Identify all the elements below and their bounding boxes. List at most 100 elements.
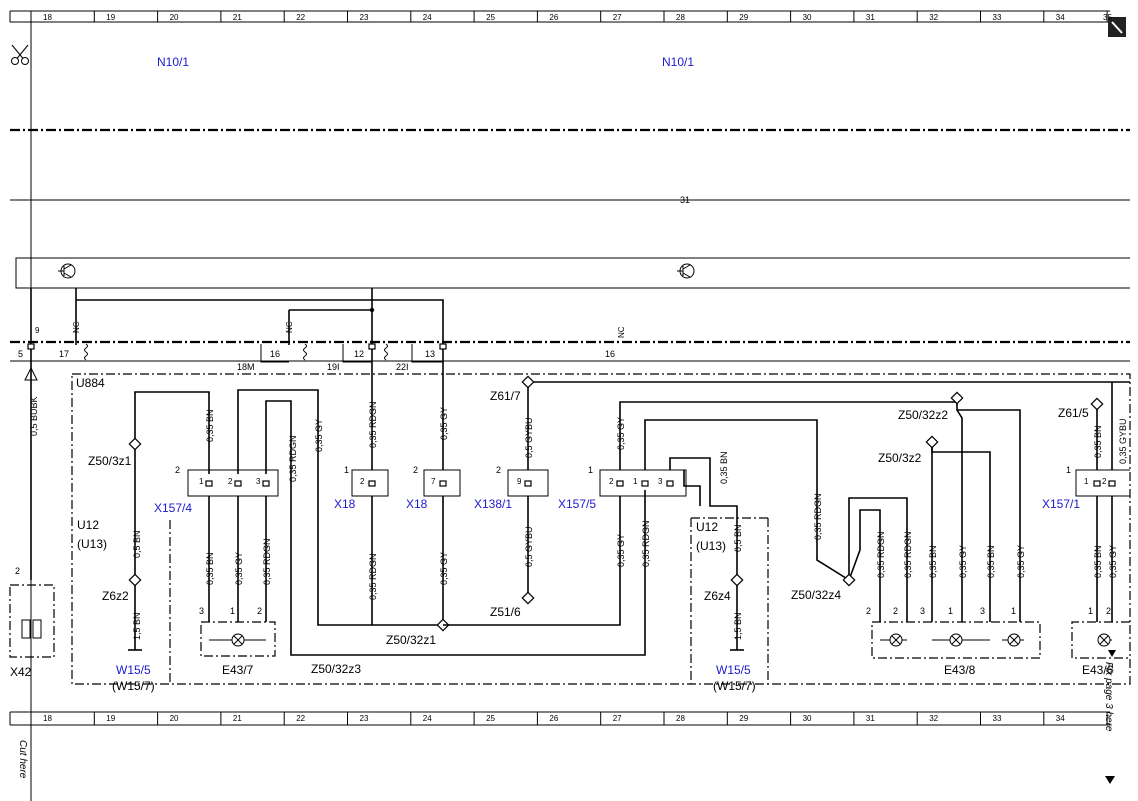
svg-text:3: 3 bbox=[658, 477, 663, 486]
terminal-16a: 16 bbox=[270, 349, 280, 359]
connector-label: X138/1 bbox=[474, 497, 512, 511]
svg-text:1: 1 bbox=[344, 465, 349, 475]
scissors-icon bbox=[11, 44, 29, 65]
ruler-number: 25 bbox=[486, 13, 495, 22]
ruler-number: 19 bbox=[106, 714, 115, 723]
wire-label: 0,35 BN bbox=[205, 409, 215, 442]
svg-text:2: 2 bbox=[496, 465, 501, 475]
terminal-12: 12 bbox=[354, 349, 364, 359]
wire-label: 1,5 BN bbox=[132, 612, 142, 640]
splice-label: Z50/32z1 bbox=[386, 633, 436, 647]
module-label-right: N10/1 bbox=[662, 55, 694, 69]
wire-label: 0,35 BN bbox=[928, 545, 938, 578]
splice-node bbox=[1090, 397, 1104, 411]
splice-label: Z61/5 bbox=[1058, 406, 1089, 420]
connector-x157-1 bbox=[1075, 469, 1130, 497]
connector-label: X18 bbox=[334, 497, 356, 511]
svg-text:2: 2 bbox=[15, 566, 20, 576]
cut-here-label: Cut here bbox=[17, 740, 28, 779]
svg-text:1: 1 bbox=[1011, 606, 1016, 616]
wire-label: 0,35 BN bbox=[1093, 425, 1103, 458]
transistor-icon bbox=[677, 263, 695, 279]
wire-label: 0,5 BN bbox=[733, 524, 743, 552]
svg-text:2: 2 bbox=[609, 477, 614, 486]
wire-label: 0,35 BN bbox=[1093, 545, 1103, 578]
wire-label: 0,35 GY bbox=[234, 552, 244, 585]
lamp-icon bbox=[231, 633, 245, 647]
page-corner-icon bbox=[1108, 17, 1126, 37]
wire-label: 0,5 BUBK bbox=[29, 396, 39, 436]
splice-node bbox=[128, 573, 142, 587]
wire-label: 0,35 GY bbox=[616, 417, 626, 450]
wire-label: 0,5 GYBU bbox=[524, 417, 534, 458]
nc-label: NC bbox=[72, 321, 81, 333]
unit-u12-label: U12 bbox=[696, 520, 718, 534]
fix-page-label: Fix page 3 here bbox=[1103, 662, 1114, 732]
ruler-number: 21 bbox=[233, 13, 242, 22]
ruler-number: 27 bbox=[613, 13, 622, 22]
ground-label: W15/5 bbox=[116, 663, 151, 677]
lamp-label: E43/8 bbox=[944, 663, 976, 677]
splice-label: Z50/32z2 bbox=[898, 408, 948, 422]
terminal-5: 5 bbox=[18, 349, 23, 359]
wire-label: 0,35 RDGN bbox=[813, 493, 823, 540]
ruler-number: 28 bbox=[676, 13, 685, 22]
wire-label: 1,5 BN bbox=[733, 612, 743, 640]
ruler-number: 29 bbox=[739, 13, 748, 22]
ruler-number: 24 bbox=[423, 714, 432, 723]
module-label-left: N10/1 bbox=[157, 55, 189, 69]
wire-label: 0,35 RDGN bbox=[368, 401, 378, 448]
svg-text:2: 2 bbox=[413, 465, 418, 475]
splice-label: Z6z4 bbox=[704, 589, 731, 603]
svg-text:1: 1 bbox=[199, 477, 204, 486]
transistor-icon bbox=[58, 263, 76, 279]
terminal-13: 13 bbox=[425, 349, 435, 359]
connector-x138-1 bbox=[507, 469, 549, 497]
svg-text:2: 2 bbox=[1102, 477, 1107, 486]
wire-label: 0,35 GYBU bbox=[1118, 418, 1128, 464]
unit-label: U884 bbox=[76, 376, 105, 390]
wire-label: 0,35 BN bbox=[719, 451, 729, 484]
ruler-number: 34 bbox=[1056, 714, 1065, 723]
svg-text:1: 1 bbox=[1084, 477, 1089, 486]
svg-text:2: 2 bbox=[1106, 606, 1111, 616]
nc-label: NC bbox=[617, 326, 626, 338]
lamp-icon bbox=[1007, 633, 1021, 647]
unit-u13-label: (U13) bbox=[77, 537, 107, 551]
lamp-icon bbox=[949, 633, 963, 647]
connector-label: X157/4 bbox=[154, 501, 192, 515]
terminal-16b: 16 bbox=[605, 349, 615, 359]
ground-label: (W15/7) bbox=[713, 679, 756, 693]
ruler-number: 31 bbox=[866, 714, 875, 723]
splice-node bbox=[842, 573, 856, 587]
connector-x18-b bbox=[423, 469, 461, 497]
ruler-number: 20 bbox=[170, 714, 179, 723]
svg-text:3: 3 bbox=[199, 606, 204, 616]
wire-label: 0,35 GY bbox=[616, 534, 626, 567]
unit-u13-label: (U13) bbox=[696, 539, 726, 553]
ruler-number: 28 bbox=[676, 714, 685, 723]
connector-label: X157/5 bbox=[558, 497, 596, 511]
wire-label: 0,35 RDGN bbox=[641, 520, 651, 567]
ruler-number: 22 bbox=[296, 714, 305, 723]
lamp-e43-7 bbox=[200, 621, 276, 657]
splice-node bbox=[521, 591, 535, 605]
ruler-number: 18 bbox=[43, 714, 52, 723]
ruler-number: 18 bbox=[43, 13, 52, 22]
svg-text:2: 2 bbox=[893, 606, 898, 616]
ruler-number: 23 bbox=[360, 13, 369, 22]
u884-box bbox=[71, 373, 1131, 685]
lamp-icon bbox=[889, 633, 903, 647]
x42-box bbox=[9, 584, 55, 658]
ruler-number: 25 bbox=[486, 714, 495, 723]
ruler-number: 26 bbox=[549, 714, 558, 723]
wire-label: 0,35 GY bbox=[1016, 545, 1026, 578]
wire-label: 0,35 GY bbox=[1108, 545, 1118, 578]
splice-label: Z50/3z1 bbox=[88, 454, 132, 468]
wire-label: 0,35 BN bbox=[205, 552, 215, 585]
ruler-number: 22 bbox=[296, 13, 305, 22]
unit-u12-label: U12 bbox=[77, 518, 99, 532]
svg-text:1: 1 bbox=[1066, 465, 1071, 475]
ruler-number: 24 bbox=[423, 13, 432, 22]
